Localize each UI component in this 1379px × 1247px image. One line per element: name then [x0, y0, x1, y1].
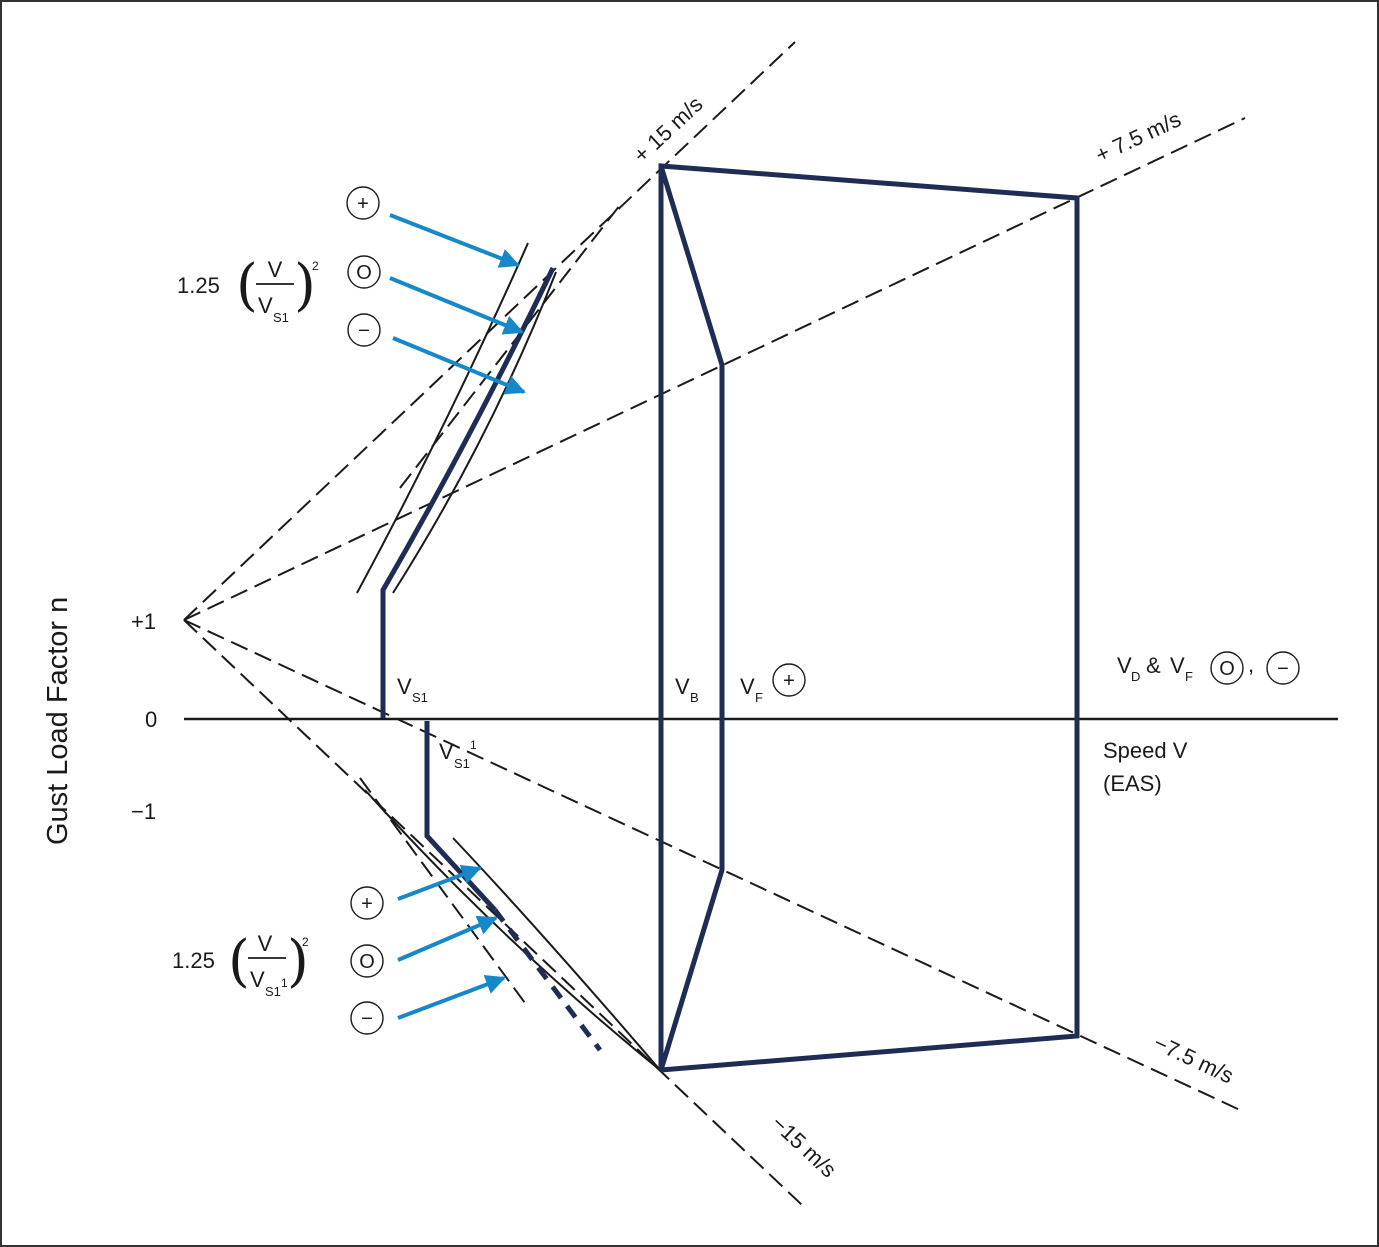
formula-upper: 1.25 ( V V S1 ) 2 — [177, 253, 319, 325]
circle-plus-lower — [350, 886, 384, 920]
arrow-upper-minus — [392, 336, 526, 395]
gust-lines — [183, 41, 1246, 1206]
formula-lower-den-sub: S1 — [265, 984, 281, 999]
formula-upper-exponent: 2 — [312, 259, 319, 273]
x-axis-title-line1: Speed V — [1103, 738, 1188, 763]
envelope-vb-vd — [658, 163, 1080, 1073]
pointer-arrows — [389, 213, 526, 1020]
formula-lower-coef: 1.25 — [172, 948, 215, 973]
gust-line-neg-7-5 — [183, 619, 1241, 1111]
gust-line-pos-15 — [183, 41, 796, 621]
symbol-minus-upper: − — [358, 320, 370, 342]
formula-lower-exponent: 2 — [302, 935, 309, 949]
upper-stall-boundary — [380, 266, 556, 718]
upper-curve-plus — [356, 242, 529, 594]
vs1-label-sub: S1 — [412, 690, 428, 705]
formula-lower-den-main: V — [250, 967, 265, 992]
arrow-upper-zero — [389, 276, 524, 335]
lower-curve-plus — [364, 789, 661, 1071]
symbol-zero-upper: O — [356, 262, 372, 284]
gust-label-neg-15: −15 m/s — [767, 1110, 842, 1182]
symbol-minus-lower: − — [361, 1008, 373, 1030]
vb-label-sub: B — [690, 690, 699, 705]
vd-ampersand: & — [1146, 653, 1161, 678]
symbol-plus-vf: + — [783, 670, 795, 692]
stall-limit-dashed-upper — [399, 204, 621, 489]
vf2-label-sub: F — [1185, 669, 1193, 684]
symbol-minus-vd: − — [1277, 658, 1289, 680]
vf2-label-main: V — [1170, 653, 1185, 678]
formula-upper-den-main: V — [258, 293, 273, 318]
gust-label-neg-7-5: −7.5 m/s — [1150, 1030, 1238, 1089]
gust-line-pos-7-5 — [183, 117, 1246, 621]
symbol-zero-lower: O — [359, 951, 375, 973]
formula-lower-numerator: V — [258, 931, 273, 956]
y-tick-minus-1: −1 — [131, 799, 156, 824]
circle-minus-vd — [1266, 651, 1300, 685]
lower-stall-dashed-extension — [493, 908, 602, 1052]
arrow-lower-plus — [397, 865, 482, 901]
vs1-label-main: V — [397, 674, 412, 699]
formula-lower-den-sup: 1 — [281, 976, 288, 990]
formula-upper-paren-right: ) — [294, 253, 316, 318]
symbol-zero-vd: O — [1219, 658, 1235, 680]
formula-upper-den-sub: S1 — [273, 310, 289, 325]
circle-plus-vf — [772, 663, 806, 697]
vs1p-label-sub: S1 — [454, 756, 470, 771]
y-tick-0: 0 — [145, 707, 157, 732]
gust-label-pos-7-5: + 7.5 m/s — [1092, 106, 1185, 167]
vd-comma: , — [1248, 652, 1254, 677]
formula-lower-paren-right: ) — [287, 929, 309, 994]
x-axis-title-line2: (EAS) — [1103, 771, 1162, 796]
lower-curve-minus — [452, 837, 661, 1071]
arrow-upper-plus — [389, 213, 520, 268]
arrow-lower-zero — [397, 915, 498, 962]
y-tick-plus-1: +1 — [131, 609, 156, 634]
circle-zero-upper — [347, 255, 381, 289]
gust-line-neg-15 — [183, 619, 803, 1206]
formula-lower: 1.25 ( V V S1 1 ) 2 — [172, 929, 309, 999]
vd-label-sub: D — [1131, 669, 1140, 684]
stall-limit-dashed-lower — [359, 777, 526, 1004]
formula-lower-paren-left: ( — [228, 929, 250, 994]
symbol-plus-upper: + — [357, 193, 369, 215]
circle-zero-lower — [350, 944, 384, 978]
vf-label-main: V — [740, 674, 755, 699]
lower-symbols: + O − — [350, 886, 384, 1035]
lower-stall-boundary — [424, 721, 497, 912]
formula-upper-coef: 1.25 — [177, 273, 220, 298]
envelope-vf-segment — [658, 165, 725, 1071]
gust-label-pos-15: + 15 m/s — [628, 91, 707, 167]
vd-label-main: V — [1117, 653, 1132, 678]
upper-curve-minus — [392, 271, 557, 594]
vs1p-label-main: V — [439, 739, 454, 764]
gust-envelope — [380, 163, 1080, 1073]
circle-zero-vd — [1210, 651, 1244, 685]
formula-upper-numerator: V — [268, 257, 283, 282]
vf-label-sub: F — [755, 690, 763, 705]
formula-upper-paren-left: ( — [236, 253, 258, 318]
upper-symbols: + O − — [346, 186, 381, 347]
circle-minus-lower — [350, 1001, 384, 1035]
y-axis-title: Gust Load Factor n — [42, 597, 74, 845]
speed-labels: V S1 V S1 1 V B V F + V D & V F O , − — [397, 651, 1300, 771]
symbol-plus-lower: + — [361, 893, 373, 915]
circle-plus-upper — [346, 186, 380, 220]
stall-curves-thin — [356, 242, 661, 1071]
circle-minus-upper — [347, 313, 381, 347]
arrow-lower-minus — [397, 974, 506, 1020]
vs1p-label-sup: 1 — [470, 738, 477, 752]
vb-label-main: V — [675, 674, 690, 699]
